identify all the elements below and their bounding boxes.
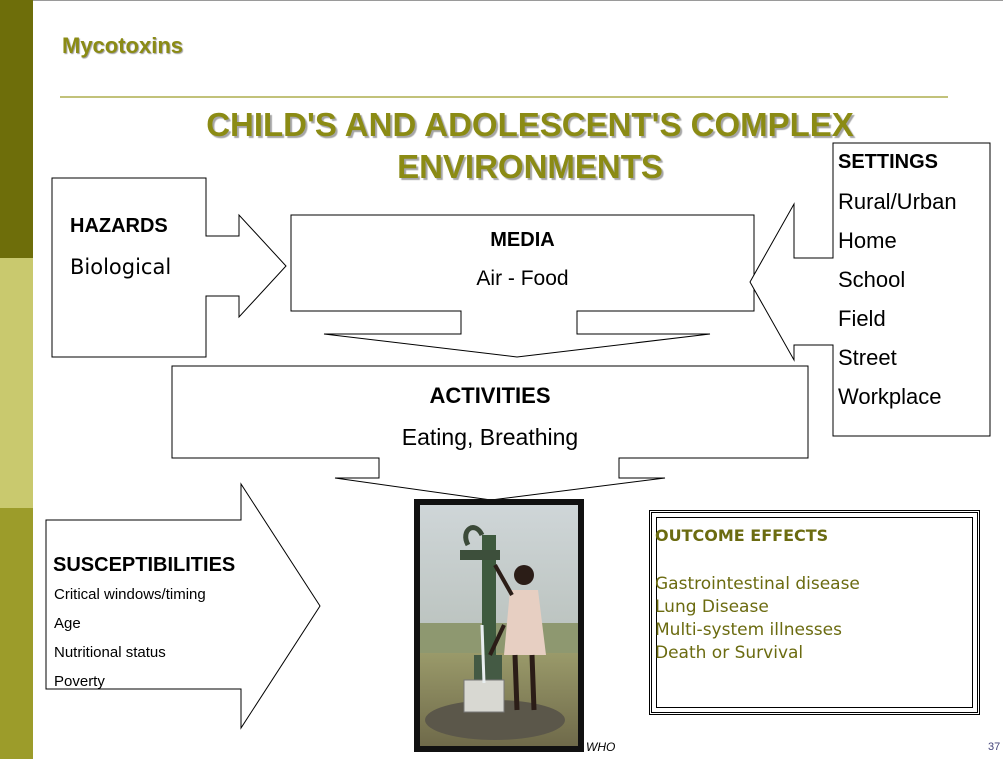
main-title: CHILD'S AND ADOLESCENT'S COMPLEX ENVIRON… [120,104,940,188]
settings-arrow [749,142,991,437]
settings-item: Street [838,345,897,370]
outcome-item: Lung Disease [655,597,769,617]
outcome-list: Gastrointestinal disease Lung Disease Mu… [655,573,860,665]
settings-item: School [838,267,906,292]
title-divider [60,96,948,98]
settings-heading: SETTINGS [838,151,939,173]
hazards-arrow [51,177,287,358]
main-title-line1: CHILD'S AND ADOLESCENT'S COMPLEX [206,106,854,143]
media-arrow [290,214,755,358]
outcome-item: Multi-system illnesses [655,620,842,640]
susceptibilities-arrow [45,482,321,730]
activities-heading: ACTIVITIES [429,383,551,408]
main-title-line2: ENVIRONMENTS [397,148,663,185]
outcome-effects-box [649,510,980,715]
settings-item: Rural/Urban [838,189,957,214]
susceptibility-item: Critical windows/timing [54,586,206,603]
outcome-heading: OUTCOME EFFECTS [655,526,829,545]
section-title: Mycotoxins [62,33,184,58]
page-number: 37 [988,741,1001,753]
photo-credit: WHO [586,740,616,754]
media-value: Air - Food [476,267,569,290]
susceptibility-item: Poverty [54,673,105,690]
susceptibilities-heading: SUSCEPTIBILITIES [53,554,236,576]
outcome-item: Death or Survival [655,643,804,663]
activities-value: Eating, Breathing [401,424,579,450]
settings-list: Rural/Urban Home School Field Street Wor… [838,182,957,416]
photo-illustration [420,505,578,746]
activities-arrow [171,365,809,501]
hazards-value: Biological [70,255,172,279]
susceptibilities-list: Critical windows/timing Age Nutritional … [54,580,206,696]
susceptibility-item: Age [54,615,81,632]
top-border [33,0,1003,1]
settings-item: Home [838,228,897,253]
media-heading: MEDIA [490,229,555,251]
settings-item: Workplace [838,384,942,409]
susceptibility-item: Nutritional status [54,644,166,661]
outcome-item: Gastrointestinal disease [655,574,860,594]
settings-item: Field [838,306,886,331]
hazards-heading: HAZARDS [70,215,168,237]
sidebar-accent [0,0,33,759]
photo-child-at-water-pump [414,499,584,752]
